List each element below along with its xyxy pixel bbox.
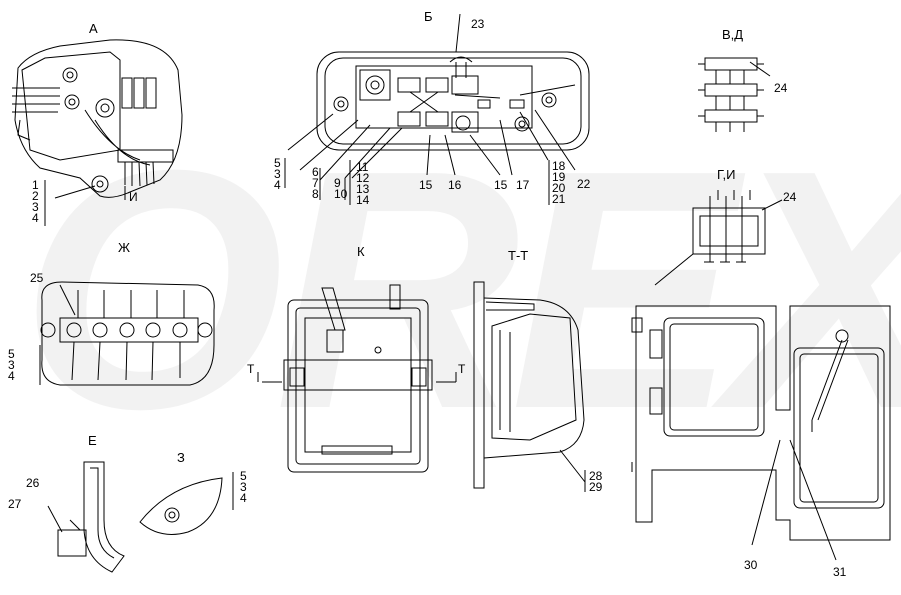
callout-15-left: 15	[419, 178, 433, 192]
view-b-title: Б	[424, 9, 433, 24]
marker-i: И	[129, 190, 138, 204]
callout-24-top: 24	[774, 81, 788, 95]
view-vd-leader	[749, 61, 771, 77]
view-gi-leaders	[654, 199, 783, 286]
callout-stack-a: 1 2 3 4	[32, 178, 39, 225]
callout-24-mid: 24	[783, 190, 797, 204]
callout-31: 31	[833, 565, 847, 579]
marker-t-left: Т	[247, 362, 255, 376]
callout-17: 17	[516, 178, 530, 192]
view-b-panel	[316, 51, 590, 151]
cabin-panel	[631, 305, 891, 541]
view-tt-section	[473, 281, 586, 489]
view-e-fitting	[47, 461, 125, 573]
view-a-bracket	[12, 39, 183, 198]
marker-t-right: Т	[458, 362, 466, 376]
view-gi-connector	[692, 190, 766, 263]
view-b-leaders	[287, 13, 576, 181]
callout-27: 27	[8, 497, 22, 511]
callout-23: 23	[471, 17, 485, 31]
callout-stack-b-910: 9 10	[334, 176, 348, 201]
view-vd-connector	[698, 57, 764, 132]
callout-26: 26	[26, 476, 40, 490]
callout-30: 30	[744, 558, 758, 572]
callout-stack-b-18-21: 18 19 20 21	[552, 159, 566, 206]
callout-22: 22	[577, 177, 591, 191]
callout-stack-b-678: 6 7 8	[312, 165, 319, 201]
view-z-plate	[139, 477, 223, 535]
callout-stack-zh: 5 3 4	[8, 347, 15, 383]
callout-15-right: 15	[494, 178, 508, 192]
cabin-leaders	[751, 439, 837, 561]
view-k-section-marks	[257, 372, 457, 383]
view-zh-terminal-block	[40, 281, 215, 386]
view-a-leaders	[44, 180, 126, 226]
callout-25: 25	[30, 271, 44, 285]
view-a-title: А	[89, 21, 98, 36]
view-k-title: К	[357, 244, 365, 259]
view-zh-title: Ж	[118, 240, 131, 255]
callout-16: 16	[448, 178, 462, 192]
callout-stack-b-534: 5 3 4	[274, 156, 281, 192]
view-k-lamp-housing	[283, 284, 433, 473]
view-z-title: З	[177, 450, 185, 465]
callout-stack-tt: 28 29	[589, 469, 603, 494]
callout-stack-z: 5 3 4	[240, 469, 247, 505]
callout-stack-b-11-14: 11 12 13 14	[356, 160, 370, 207]
view-gi-title: Г,И	[717, 167, 736, 182]
view-vd-title: В,Д	[722, 27, 744, 42]
view-e-title: Е	[88, 433, 97, 448]
view-tt-title: Т-Т	[508, 248, 529, 263]
view-zh-leaders	[39, 284, 76, 385]
view-b-bars	[284, 158, 550, 205]
